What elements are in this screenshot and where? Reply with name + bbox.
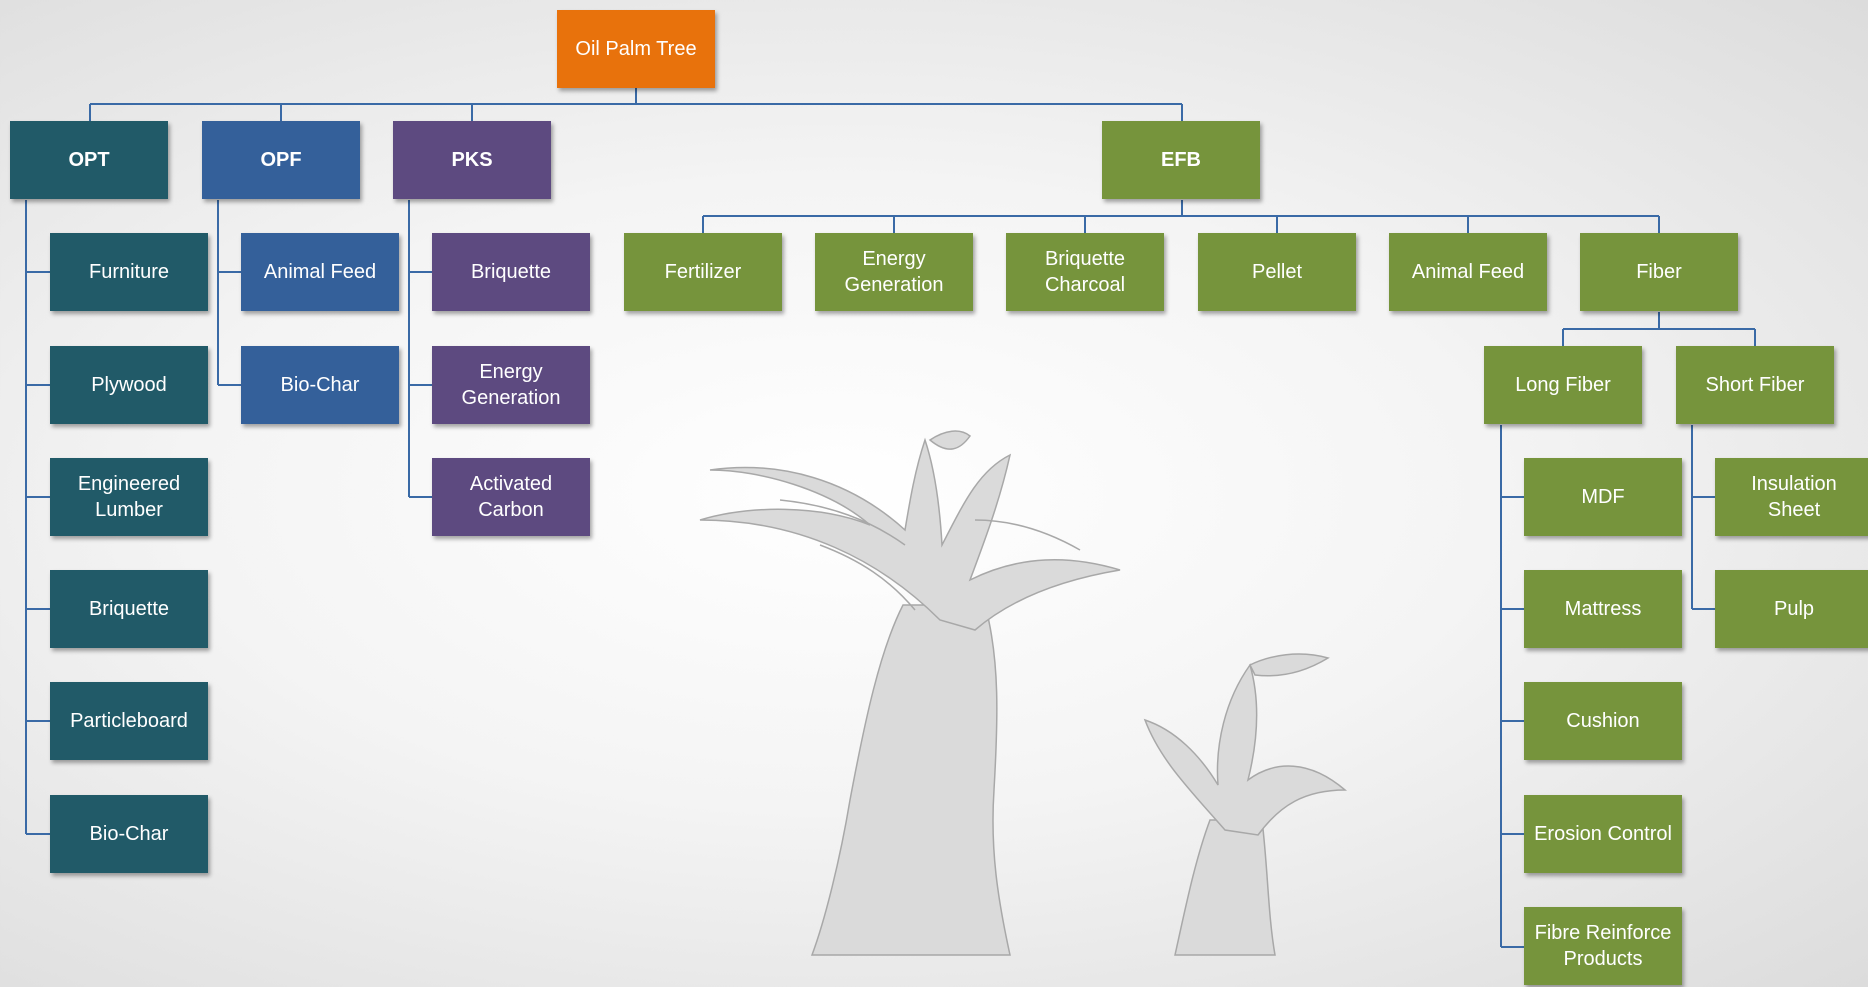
node-long-fiber-erosion-control: Erosion Control: [1524, 795, 1682, 873]
node-label: EFB: [1161, 149, 1201, 171]
node-label: Long Fiber: [1515, 374, 1611, 396]
small-palm-tree-sketch: [1143, 653, 1348, 956]
node-oil-palm-tree: Oil Palm Tree: [557, 10, 715, 88]
node-pks: PKS: [393, 121, 551, 199]
node-label: OPT: [68, 149, 110, 171]
node-long-fiber: Long Fiber: [1484, 346, 1642, 424]
node-label: OPF: [260, 149, 302, 171]
node-label: Oil Palm Tree: [575, 38, 697, 60]
node-short-fiber: Short Fiber: [1676, 346, 1834, 424]
node-label: Plywood: [91, 374, 167, 396]
opt-connector: [25, 200, 50, 835]
node-efb: EFB: [1102, 121, 1260, 199]
node-opt-particleboard: Particleboard: [50, 682, 208, 760]
node-pks-briquette: Briquette: [432, 233, 590, 311]
short-fiber-connector: [1691, 425, 1715, 610]
large-palm-tree-sketch: [699, 430, 1121, 956]
node-efb-fiber: Fiber: [1580, 233, 1738, 311]
node-opf-bio-char: Bio-Char: [241, 346, 399, 424]
node-label: Pulp: [1773, 598, 1815, 620]
node-label: Particleboard: [70, 710, 188, 732]
node-opf: OPF: [202, 121, 360, 199]
node-opt: OPT: [10, 121, 168, 199]
node-opt-engineered-lumber: Engineered Lumber: [50, 458, 208, 536]
node-label: Energy Generation: [844, 248, 944, 296]
node-label: Briquette: [88, 598, 170, 620]
node-pks-activated-carbon: Activated Carbon: [432, 458, 590, 536]
node-label: Bio-Char: [89, 823, 169, 845]
node-long-fiber-mdf: MDF: [1524, 458, 1682, 536]
node-opt-furniture: Furniture: [50, 233, 208, 311]
node-label: Animal Feed: [263, 261, 377, 283]
node-short-fiber-insulation-sheet: Insulation Sheet: [1715, 458, 1868, 536]
node-label: Short Fiber: [1705, 374, 1805, 396]
node-efb-animal-feed: Animal Feed: [1389, 233, 1547, 311]
node-efb-fertilizer: Fertilizer: [624, 233, 782, 311]
long-fiber-connector: [1500, 425, 1524, 948]
node-opf-animal-feed: Animal Feed: [241, 233, 399, 311]
node-label: MDF: [1581, 486, 1625, 508]
node-label: Fibre Reinforce Products: [1534, 922, 1672, 970]
node-label: Briquette Charcoal: [1044, 248, 1126, 296]
node-label: PKS: [451, 149, 493, 171]
node-label: Bio-Char: [280, 374, 360, 396]
node-label: Insulation Sheet: [1751, 473, 1837, 521]
efb-connector: [702, 200, 1660, 233]
node-label: Cushion: [1566, 710, 1640, 732]
node-label: Activated Carbon: [469, 473, 553, 521]
node-label: Energy Generation: [461, 361, 561, 409]
node-label: Erosion Control: [1534, 823, 1672, 845]
node-label: Briquette: [470, 261, 552, 283]
node-label: Animal Feed: [1411, 261, 1525, 283]
node-opt-bio-char: Bio-Char: [50, 795, 208, 873]
node-opt-briquette: Briquette: [50, 570, 208, 648]
pks-connector: [408, 200, 432, 498]
node-label: Engineered Lumber: [77, 473, 181, 521]
node-label: Furniture: [88, 261, 170, 283]
node-long-fiber-cushion: Cushion: [1524, 682, 1682, 760]
node-long-fiber-mattress: Mattress: [1524, 570, 1682, 648]
node-efb-energy-generation: Energy Generation: [815, 233, 973, 311]
node-efb-pellet: Pellet: [1198, 233, 1356, 311]
node-long-fiber-reinforce-products: Fibre Reinforce Products: [1524, 907, 1682, 985]
node-label: Pellet: [1251, 261, 1303, 283]
opf-connector: [217, 200, 241, 386]
node-opt-plywood: Plywood: [50, 346, 208, 424]
node-short-fiber-pulp: Pulp: [1715, 570, 1868, 648]
fiber-connector: [1562, 312, 1756, 346]
root-connector: [89, 88, 1183, 121]
node-pks-energy-generation: Energy Generation: [432, 346, 590, 424]
node-efb-briquette-charcoal: Briquette Charcoal: [1006, 233, 1164, 311]
node-label: Mattress: [1564, 598, 1642, 620]
node-label: Fiber: [1636, 261, 1682, 283]
node-label: Fertilizer: [664, 261, 742, 283]
